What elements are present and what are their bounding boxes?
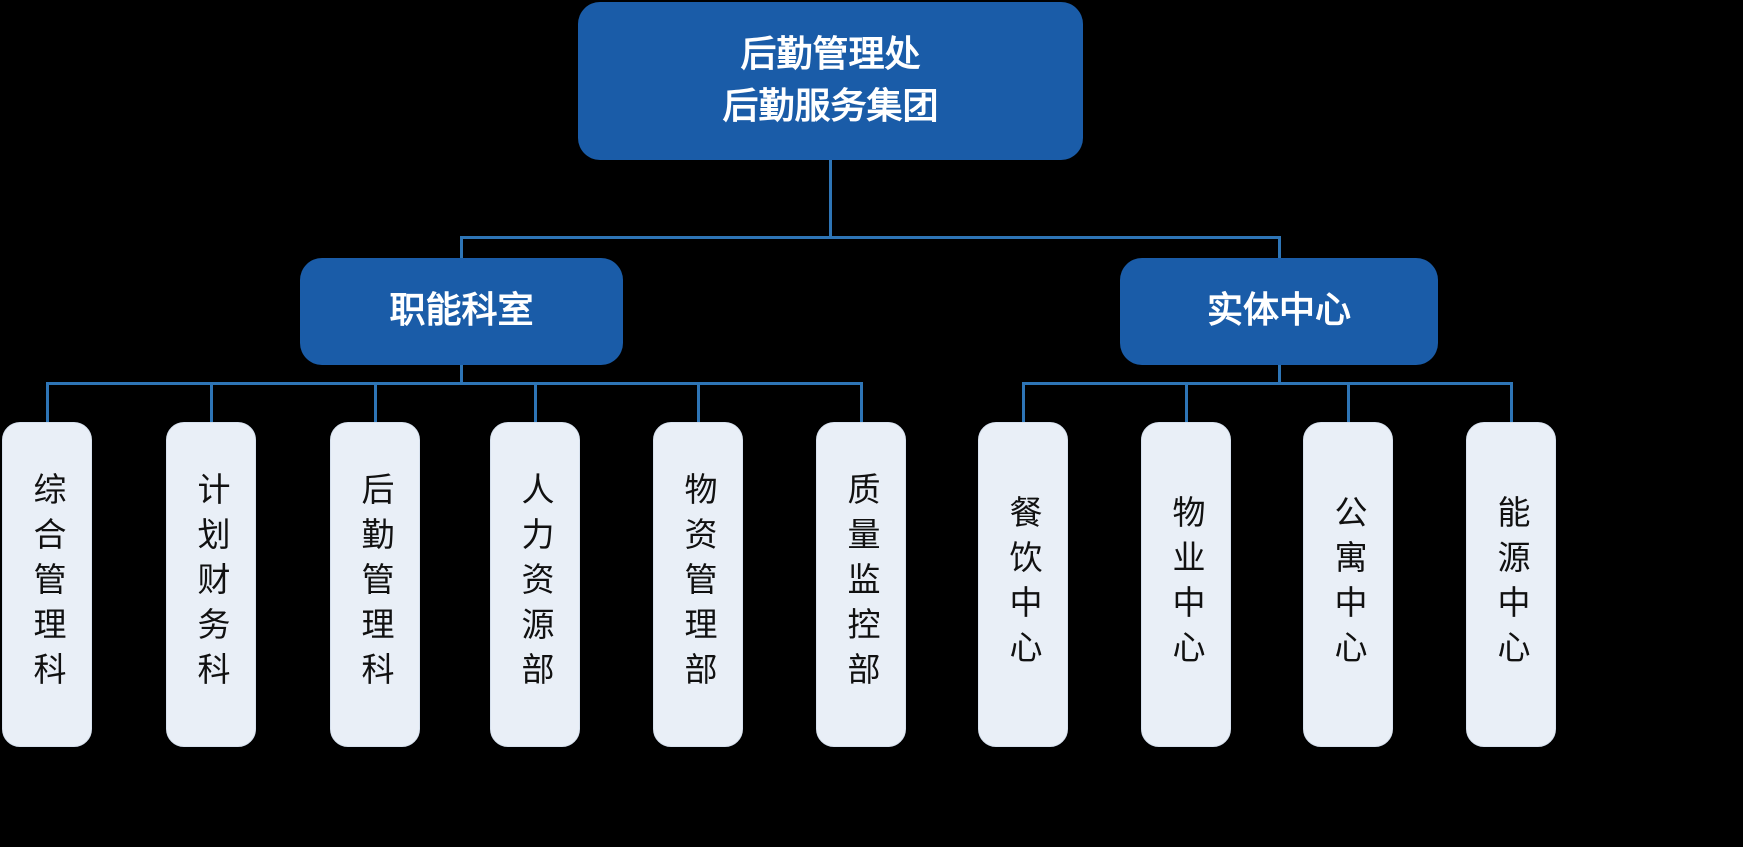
org-leaf-functional-2: 计划财务科 (166, 422, 256, 747)
connector-left-drop-1 (46, 384, 49, 422)
org-leaf-entity-2: 物业中心 (1141, 422, 1231, 747)
connector-left-drop-3 (374, 384, 377, 422)
org-leaf-entity-1: 餐饮中心 (978, 422, 1068, 747)
org-leaf-entity-3-label: 公寓中心 (1329, 494, 1368, 675)
org-node-branch-functional-label: 职能科室 (389, 290, 534, 332)
org-leaf-functional-3: 后勤管理科 (330, 422, 420, 747)
connector-right-drop-1 (1022, 384, 1025, 422)
connector-top-horizontal (460, 236, 1281, 239)
connector-left-drop-4 (534, 384, 537, 422)
org-leaf-functional-2-label: 计划财务科 (192, 472, 231, 697)
org-leaf-entity-1-label: 餐饮中心 (1004, 494, 1043, 675)
org-node-branch-functional: 职能科室 (300, 258, 623, 365)
org-leaf-entity-4-label: 能源中心 (1492, 494, 1531, 675)
org-leaf-functional-6-label: 质量监控部 (842, 472, 881, 697)
org-leaf-functional-1: 综合管理科 (2, 422, 92, 747)
connector-left-drop-6 (860, 384, 863, 422)
org-node-branch-entity-label: 实体中心 (1206, 290, 1351, 332)
connector-right-stem (1278, 365, 1281, 383)
connector-root-stem (829, 160, 832, 237)
org-node-root-title-line1: 后勤管理处 (740, 33, 921, 75)
org-leaf-entity-3: 公寓中心 (1303, 422, 1393, 747)
org-leaf-functional-1-label: 综合管理科 (28, 472, 67, 697)
org-node-branch-entity: 实体中心 (1120, 258, 1438, 365)
connector-right-drop-2 (1185, 384, 1188, 422)
connector-left-drop-5 (697, 384, 700, 422)
org-leaf-functional-4: 人力资源部 (490, 422, 580, 747)
connector-left-drop-2 (210, 384, 213, 422)
org-node-root-title-line2: 后勤服务集团 (722, 86, 939, 127)
org-node-root: 后勤管理处 后勤服务集团 (578, 2, 1083, 160)
org-leaf-functional-5-label: 物资管理部 (679, 472, 718, 697)
connector-left-horizontal (46, 382, 863, 385)
org-leaf-functional-3-label: 后勤管理科 (356, 472, 395, 697)
org-leaf-entity-4: 能源中心 (1466, 422, 1556, 747)
org-leaf-functional-4-label: 人力资源部 (516, 472, 555, 697)
connector-right-horizontal (1022, 382, 1513, 385)
org-leaf-functional-6: 质量监控部 (816, 422, 906, 747)
connector-left-stem (460, 365, 463, 383)
connector-right-drop-4 (1510, 384, 1513, 422)
org-leaf-functional-5: 物资管理部 (653, 422, 743, 747)
connector-right-drop-3 (1347, 384, 1350, 422)
connector-drop-branch-left (460, 238, 463, 258)
org-leaf-entity-2-label: 物业中心 (1167, 494, 1206, 675)
connector-drop-branch-right (1278, 238, 1281, 258)
